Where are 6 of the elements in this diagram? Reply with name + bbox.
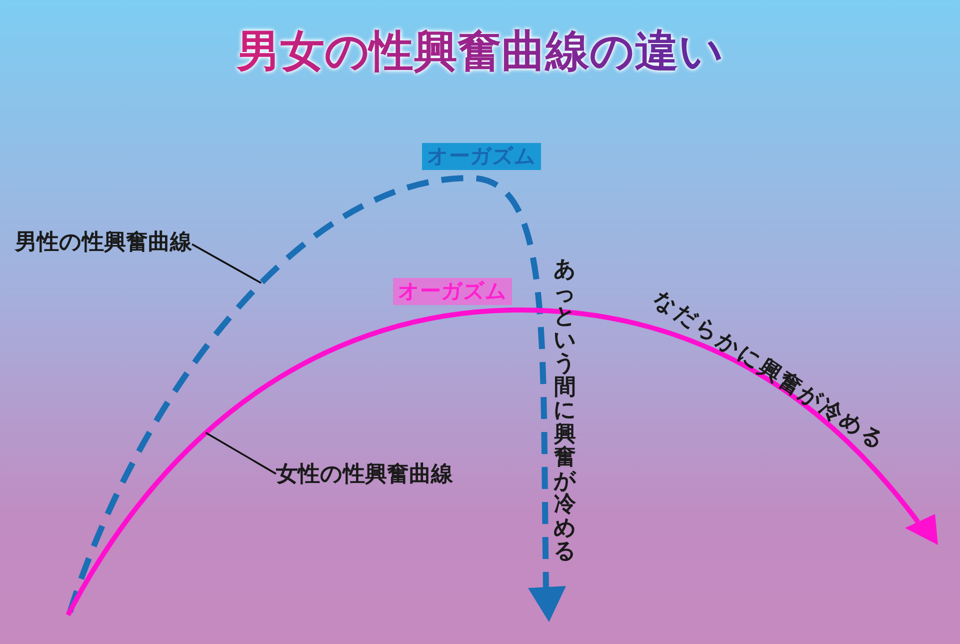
curve-label: 男性の性興奮曲線 xyxy=(15,231,192,255)
annotation-text: なだらかに興奮が冷める xyxy=(648,286,892,458)
title: 男女の性興奮曲線の違い xyxy=(236,26,724,77)
leader-line xyxy=(205,432,276,475)
curve-label: 女性の性興奮曲線 xyxy=(276,463,453,487)
leader-line xyxy=(192,243,262,284)
